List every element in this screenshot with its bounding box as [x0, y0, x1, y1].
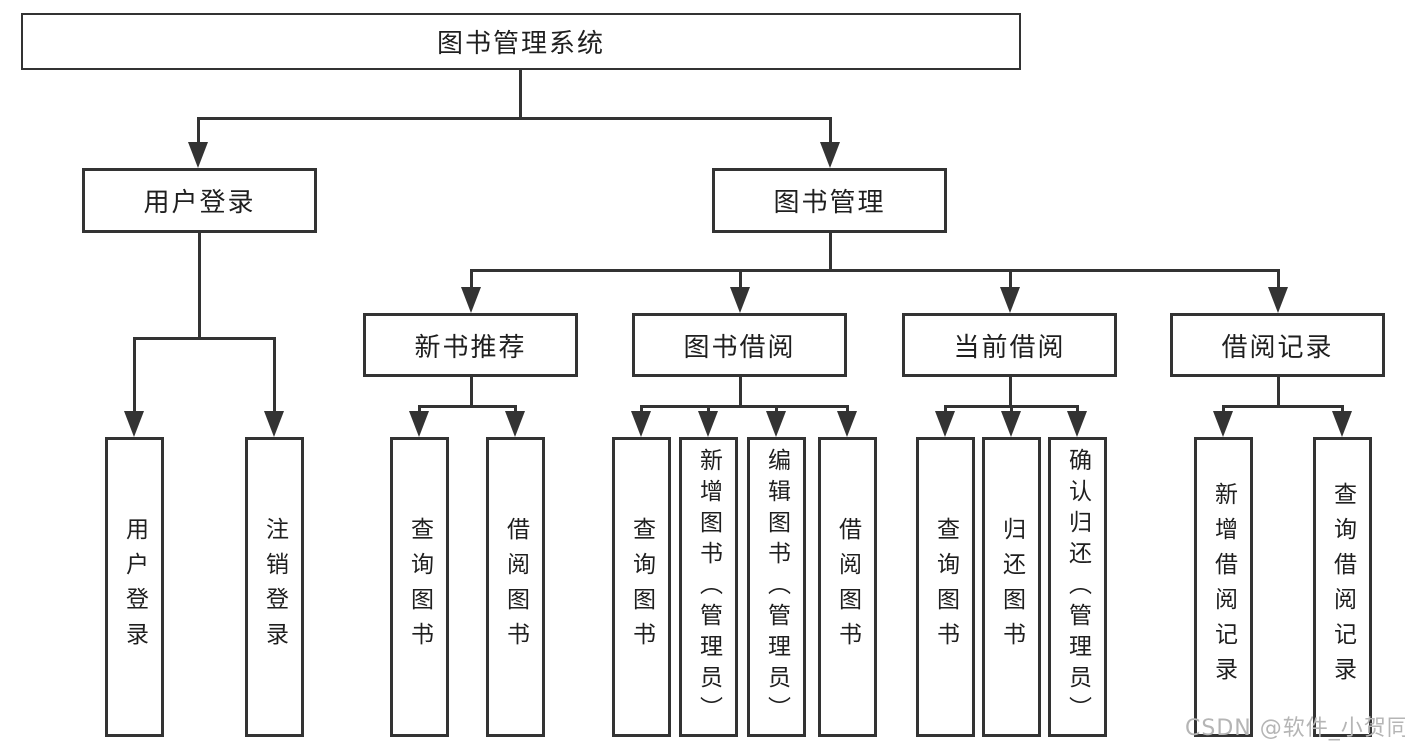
connector-leaf-drop — [514, 405, 517, 415]
node-new-book-recommend: 新书推荐 — [363, 313, 578, 377]
connector-leaf-drop — [1341, 405, 1344, 415]
arrow-down-icon — [837, 411, 857, 437]
arrow-down-icon — [1000, 287, 1020, 313]
leaf-user-login: 用户登录 — [105, 437, 164, 737]
arrow-down-icon — [409, 411, 429, 437]
arrow-down-icon — [631, 411, 651, 437]
arrow-down-icon — [188, 142, 208, 168]
connector-leaf-drop — [846, 405, 849, 415]
connector-leaf-drop — [707, 405, 710, 415]
connector-book-borrow-stem — [739, 375, 742, 407]
node-book-management: 图书管理 — [712, 168, 947, 233]
arrow-down-icon — [730, 287, 750, 313]
connector-borrow-records-stem — [1277, 375, 1280, 407]
arrow-down-icon — [766, 411, 786, 437]
leaf-query-borrow-record: 查询借阅记录 — [1313, 437, 1372, 737]
connector-book-borrow-split — [640, 405, 848, 408]
leaf-query-books-recommend: 查询图书 — [390, 437, 449, 737]
connector-leaf-drop — [418, 405, 421, 415]
leaf-add-borrow-record: 新增借阅记录 — [1194, 437, 1253, 737]
arrow-down-icon — [1001, 411, 1021, 437]
leaf-edit-book-admin: 编辑图书（管理员） — [747, 437, 806, 737]
node-current-borrow: 当前借阅 — [902, 313, 1117, 377]
arrow-down-icon — [1213, 411, 1233, 437]
connector-level2-split — [470, 269, 1278, 272]
connector-leaf-drop — [1010, 405, 1013, 415]
arrow-down-icon — [124, 411, 144, 437]
connector-drop-leaf-logout — [273, 337, 276, 415]
connector-leaf-drop — [944, 405, 947, 415]
connector-borrow-records-split — [1222, 405, 1344, 408]
arrow-down-icon — [1332, 411, 1352, 437]
arrow-down-icon — [461, 287, 481, 313]
connector-drop-leaf-user-login — [133, 337, 136, 415]
arrow-down-icon — [935, 411, 955, 437]
leaf-borrow-books-borrow: 借阅图书 — [818, 437, 877, 737]
leaf-logout: 注销登录 — [245, 437, 304, 737]
arrow-down-icon — [820, 142, 840, 168]
connector-leaf-drop — [1222, 405, 1225, 415]
connector-drop-borrow-records — [1277, 269, 1280, 291]
arrow-down-icon — [505, 411, 525, 437]
arrow-down-icon — [264, 411, 284, 437]
connector-current-borrow-stem — [1009, 375, 1012, 407]
leaf-confirm-return-admin: 确认归还（管理员） — [1048, 437, 1107, 737]
connector-leaf-drop — [1076, 405, 1079, 415]
connector-leaf-drop — [640, 405, 643, 415]
connector-book-management-stem — [829, 232, 832, 271]
connector-level1-split — [197, 117, 831, 120]
connector-root-stem — [519, 68, 522, 118]
connector-drop-book-management — [829, 117, 832, 147]
node-user-login: 用户登录 — [82, 168, 317, 233]
arrow-down-icon — [698, 411, 718, 437]
connector-new-book-split — [418, 405, 517, 408]
arrow-down-icon — [1067, 411, 1087, 437]
connector-user-login-split — [133, 337, 276, 340]
leaf-borrow-books-recommend: 借阅图书 — [486, 437, 545, 737]
connector-drop-book-borrow — [739, 269, 742, 291]
connector-drop-user-login — [197, 117, 200, 147]
leaf-return-book: 归还图书 — [982, 437, 1041, 737]
connector-new-book-stem — [470, 375, 473, 407]
node-borrow-records: 借阅记录 — [1170, 313, 1385, 377]
leaf-add-book-admin: 新增图书（管理员） — [679, 437, 738, 737]
connector-user-login-stem — [198, 231, 201, 339]
leaf-query-books-borrow: 查询图书 — [612, 437, 671, 737]
node-root: 图书管理系统 — [21, 13, 1021, 70]
watermark: CSDN @软件_小贺同学 — [1185, 716, 1405, 741]
arrow-down-icon — [1268, 287, 1288, 313]
node-book-borrow: 图书借阅 — [632, 313, 847, 377]
connector-drop-new-book — [470, 269, 473, 291]
leaf-query-books-current: 查询图书 — [916, 437, 975, 737]
connector-leaf-drop — [775, 405, 778, 415]
connector-drop-current-borrow — [1009, 269, 1012, 291]
